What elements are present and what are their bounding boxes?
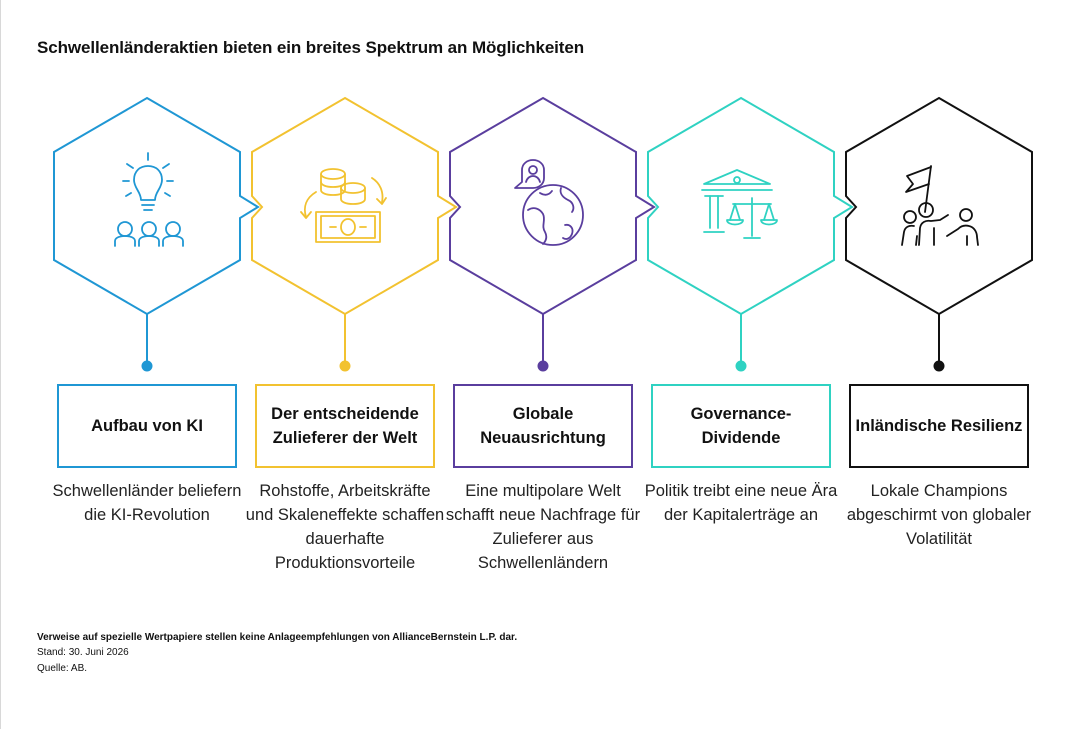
item-label-box-4: Governance-Dividende [651,384,831,468]
item-label-2: Der entscheidende Zulieferer der Welt [271,405,419,447]
lightbulb-people-icon [114,152,184,247]
government-scales-icon [701,169,778,239]
item-description-2: Rohstoffe, Arbeitskräfte und Skaleneffek… [245,482,445,572]
connector-4 [735,314,747,372]
item-description-5: Lokale Champions abgeschirmt von globale… [846,482,1032,548]
item-label-box-3: Globale Neuausrichtung [453,384,633,468]
globe-person-icon [514,159,584,246]
item-description-1: Schwellenländer beliefern die KI-Revolut… [52,482,242,524]
item-label-box-1: Aufbau von KI [57,384,237,468]
footer-date: Stand: 30. Juni 2026 [37,647,129,658]
footer-source: Quelle: AB. [37,663,88,674]
coins-cash-cycle-icon [300,168,387,243]
item-label-box-2: Der entscheidende Zulieferer der Welt [255,384,435,468]
connector-2 [339,314,351,372]
hexagon-2 [251,96,458,316]
item-description-3: Eine multipolare Welt schafft neue Nachf… [445,482,641,572]
page-left-rule [0,0,1,729]
item-label-box-5: Inländische Resilienz [849,384,1029,468]
hexagon-3 [449,96,656,316]
connector-1 [141,314,153,372]
hexagon-4 [647,96,854,316]
people-flag-icon [901,165,979,246]
connector-5 [933,314,945,372]
item-label-5: Inländische Resilienz [855,417,1023,435]
item-label-4: Governance-Dividende [690,405,792,447]
page-title: Schwellenländeraktien bieten ein breites… [37,38,584,57]
item-description-4: Politik treibt eine neue Ära der Kapital… [644,482,838,524]
hexagon-5 [845,96,1033,316]
connector-3 [537,314,549,372]
footer-disclaimer: Verweise auf spezielle Wertpapiere stell… [37,632,518,643]
item-label-3: Globale Neuausrichtung [480,405,606,447]
item-label-1: Aufbau von KI [91,417,203,435]
hexagon-1 [53,96,260,316]
